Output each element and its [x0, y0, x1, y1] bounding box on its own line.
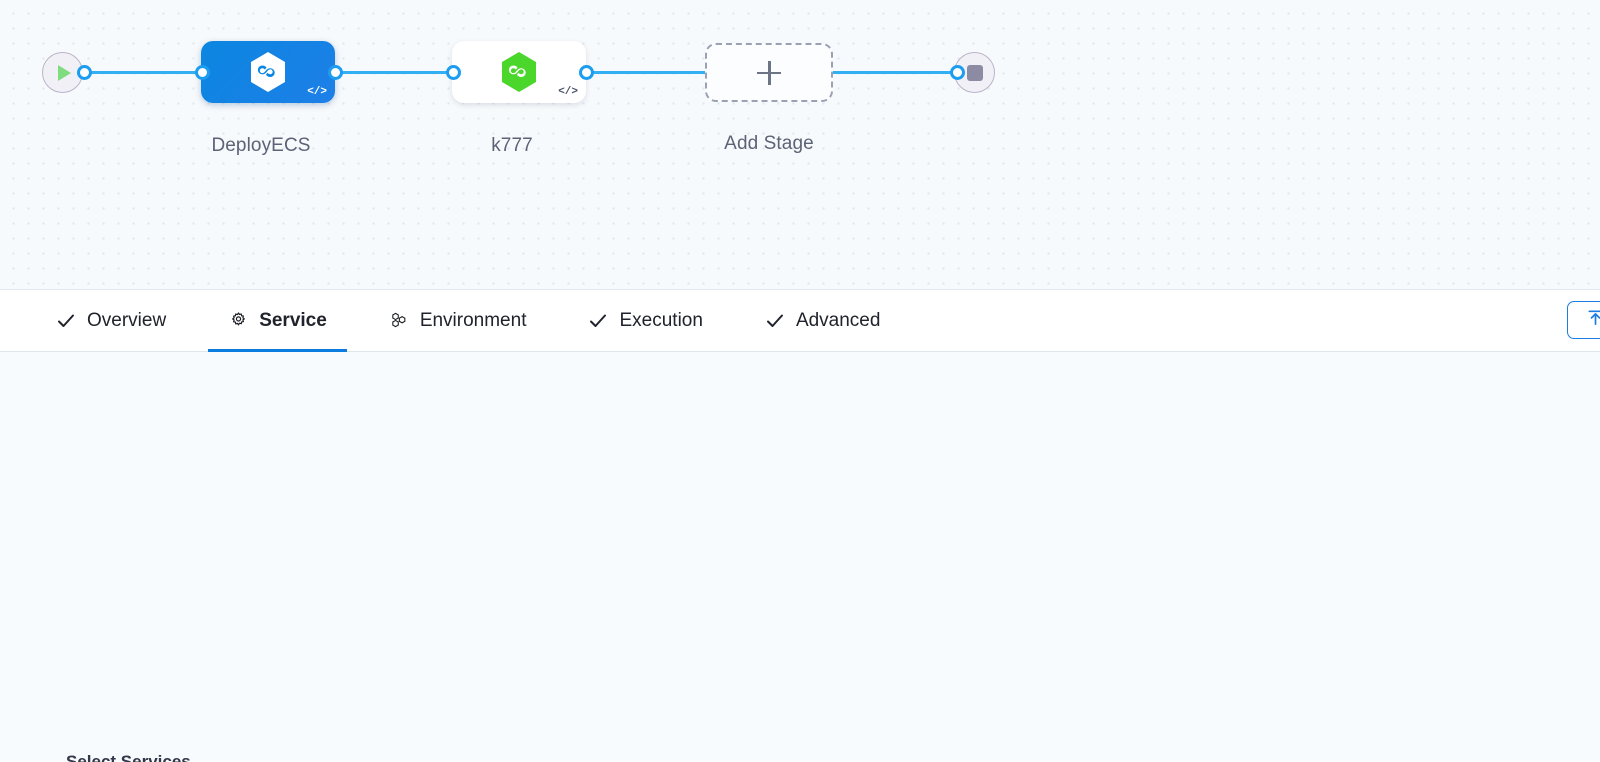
play-icon	[58, 64, 71, 81]
port-stage2-in[interactable]	[446, 65, 461, 80]
hexagon-cluster-icon	[389, 311, 409, 331]
save-button[interactable]: S	[1567, 301, 1600, 339]
harness-hexagon-icon	[249, 51, 287, 93]
port-stage1-out[interactable]	[328, 65, 343, 80]
service-panel: Select Services PROJECT 1 Add Service De…	[0, 352, 1600, 762]
select-services-label: Select Services	[66, 752, 191, 762]
tab-environment[interactable]: Environment	[369, 290, 547, 351]
tab-label: Service	[259, 309, 327, 331]
port-end-in[interactable]	[950, 65, 965, 80]
stage-code-badge[interactable]: </>	[307, 86, 327, 98]
tab-service[interactable]: Service	[208, 290, 347, 352]
connector-addstage-to-end	[827, 71, 962, 74]
connector-stage2-to-addstage	[581, 71, 711, 74]
stage-tab-bar: Overview Service Environment Execution	[0, 290, 1600, 352]
port-start-out[interactable]	[77, 65, 92, 80]
stage-label-deployecs: DeployECS	[211, 135, 311, 156]
tab-overview[interactable]: Overview	[36, 290, 186, 351]
stop-icon	[966, 64, 983, 81]
tab-label: Execution	[619, 309, 703, 331]
port-stage1-in[interactable]	[195, 65, 210, 80]
gear-icon	[228, 311, 248, 331]
add-stage-label: Add Stage	[724, 133, 814, 154]
connector-start-to-stage1	[83, 71, 208, 74]
stage-node-k777[interactable]: </>	[452, 41, 586, 103]
check-icon	[588, 311, 608, 331]
tab-advanced[interactable]: Advanced	[745, 290, 901, 351]
tab-label: Overview	[87, 309, 167, 331]
add-stage-node[interactable]	[705, 43, 833, 102]
pipeline-start-node[interactable]	[42, 52, 83, 93]
tab-label: Environment	[419, 309, 527, 331]
plus-icon	[757, 60, 781, 85]
check-icon	[56, 311, 76, 331]
connector-stage1-to-stage2	[330, 71, 460, 74]
check-icon	[765, 311, 785, 331]
harness-hexagon-icon	[500, 51, 538, 93]
stage-node-deployecs[interactable]: </>	[201, 41, 335, 103]
tab-label: Advanced	[795, 309, 881, 331]
port-stage2-out[interactable]	[579, 65, 594, 80]
stage-code-badge[interactable]: </>	[558, 86, 578, 98]
stage-label-k777: k777	[491, 135, 533, 156]
tab-execution[interactable]: Execution	[568, 290, 722, 351]
save-upload-icon	[1586, 308, 1600, 333]
pipeline-canvas[interactable]: </> DeployECS </> k777 Add Stage	[0, 0, 1600, 290]
